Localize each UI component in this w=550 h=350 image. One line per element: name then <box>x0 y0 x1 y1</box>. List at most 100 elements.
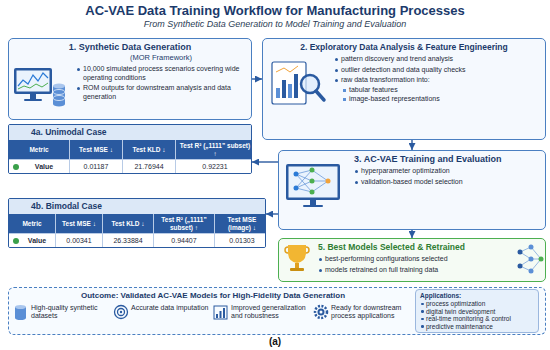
analysis-icon-part <box>272 62 306 104</box>
target-icon-part <box>120 311 122 313</box>
chart-icon <box>214 306 227 319</box>
trophy-icon-part <box>295 263 299 268</box>
outcome-band: Outcome: Validated AC-VAE Models for Hig… <box>8 287 546 335</box>
diagram-subtitle: From Synthetic Data Generation to Model … <box>0 19 550 30</box>
panel-heading: 4a. Unimodal Case <box>9 125 251 140</box>
training-monitor-icon-part <box>310 200 316 205</box>
network-icon-part <box>518 250 523 255</box>
unimodal-badge <box>13 126 25 138</box>
unimodal-badge-part <box>22 131 24 136</box>
chart-icon-part <box>216 314 218 318</box>
dataset-icon-part <box>15 307 26 318</box>
table-header-cell: Metric <box>9 214 55 233</box>
step-heading: 1. Synthetic Data Generation <box>14 42 246 53</box>
training-monitor-icon-part-part <box>312 181 328 192</box>
chart-icon-part <box>220 311 222 318</box>
bullet-item: 10,000 simulated process scenarios cover… <box>76 65 246 82</box>
bullet-item: ROM outputs for downstream analysis and … <box>76 84 246 101</box>
step-subheading: (MOR Framework) <box>76 53 246 62</box>
flow-arrow <box>266 213 278 214</box>
network-icon-part-part <box>520 259 531 266</box>
gear-icon-part <box>315 306 327 318</box>
table-value-cell: 0.01187 <box>70 160 122 173</box>
network-icon-part <box>518 264 523 269</box>
training-monitor-icon-part <box>294 186 299 191</box>
dataset-icon-part <box>15 305 26 309</box>
table-value-cell: Value <box>9 234 55 247</box>
unimodal-badge-part <box>16 132 18 135</box>
trophy-icon-part <box>290 268 304 271</box>
network-icon-part <box>529 269 534 274</box>
monitor-icon <box>14 68 52 101</box>
monitor-icon-part <box>30 94 36 99</box>
training-monitor-icon-part <box>303 205 323 207</box>
applications-heading: Applications: <box>420 292 534 300</box>
table-header-cell: Test MSE ↓ <box>56 214 102 233</box>
gear-icon-part <box>318 309 325 316</box>
bimodal-badge-part <box>22 205 24 210</box>
analysis-icon-part <box>276 66 298 72</box>
gear-icon <box>315 306 327 318</box>
trophy-icon <box>285 245 309 271</box>
trophy-icon-part <box>288 245 306 263</box>
step-heading: 3. AC-VAE Training and Evaluation <box>354 154 540 165</box>
bullet-item: validation-based model selection <box>354 178 540 187</box>
network-icon-part-part <box>531 247 541 259</box>
monitor-icon-part <box>24 99 42 101</box>
bullet-item: models retrained on full training data <box>318 266 506 275</box>
network-icon-part-part <box>531 259 541 260</box>
target-icon-part <box>118 309 125 316</box>
training-monitor-icon-part-part <box>296 188 312 192</box>
flow-arrow <box>252 78 262 79</box>
application-item: predictive maintenance <box>420 323 534 331</box>
database-icon-part <box>53 102 65 107</box>
table-header-cell: Test KLD ↓ <box>103 214 153 233</box>
training-monitor-icon-part <box>326 179 331 184</box>
results-panel: 4a. Unimodal CaseMetricTest MSE ↓Test KL… <box>8 124 252 174</box>
table-value-cell: Value <box>9 160 69 173</box>
metric-table: MetricTest MSE ↓Test KLD ↓Test R² („1111… <box>9 214 265 247</box>
bullet-item: pattern discovery and trend analysis <box>334 55 540 64</box>
flow-arrow <box>411 140 412 150</box>
process-box: 5. Best Models Selected & Retrainedbest-… <box>278 238 546 282</box>
monitor-icon-part <box>18 83 48 89</box>
bimodal-badge-part <box>13 200 25 212</box>
bimodal-badge-part <box>19 203 21 209</box>
network-icon-part-part <box>520 252 531 259</box>
diagram-title: AC-VAE Data Training Workflow for Manufa… <box>0 3 550 19</box>
bimodal-badge-part <box>16 206 18 209</box>
training-monitor-icon-part-part <box>296 174 312 192</box>
database-icon <box>53 84 65 107</box>
application-item: real-time monitoring & control <box>420 315 534 323</box>
database-icon-part <box>53 90 65 95</box>
flow-arrow <box>411 230 412 238</box>
training-monitor-icon-part-part <box>296 181 312 188</box>
database-icon-part <box>53 86 65 104</box>
process-box: 2. Exploratory Data Analysis & Feature E… <box>262 38 546 140</box>
training-monitor-icon-part-part <box>312 170 328 181</box>
dataset-icon-part <box>15 316 26 320</box>
application-item: digital twin development <box>420 308 534 316</box>
table-value-cell: 0.92231 <box>176 160 252 173</box>
unimodal-badge-part <box>13 126 25 138</box>
outcome-item: High-quality synthetic datasets <box>13 304 111 320</box>
header-block: AC-VAE Data Training Workflow for Manufa… <box>0 3 550 30</box>
outcome-item: Ready for downstream process application… <box>313 304 411 320</box>
table-header-cell: Test R² („1111” subset) ↑ <box>154 214 214 233</box>
results-panel: 4b. Bimodal CaseMetricTest MSE ↓Test KLD… <box>8 198 266 248</box>
applications-box: Applications:process optimizationdigital… <box>415 289 539 333</box>
analysis-icon-part <box>288 84 292 98</box>
training-monitor-icon-part <box>289 167 338 198</box>
training-monitor-icon-part-part <box>296 174 312 181</box>
training-monitor-icon-part <box>286 164 340 200</box>
process-box: 3. AC-VAE Training and Evaluationhyperpa… <box>278 150 546 230</box>
table-value-cell: 0.94407 <box>154 234 214 247</box>
table-value-cell: 0.00341 <box>56 234 102 247</box>
analysis-icon-part <box>316 91 324 100</box>
training-monitor-icon-part <box>310 190 315 195</box>
analysis-icon-part <box>282 80 286 98</box>
network-icon <box>518 245 544 274</box>
sub-bullet-item: image-based representations <box>334 95 540 104</box>
sub-bullet-item: tabular features <box>334 86 540 95</box>
